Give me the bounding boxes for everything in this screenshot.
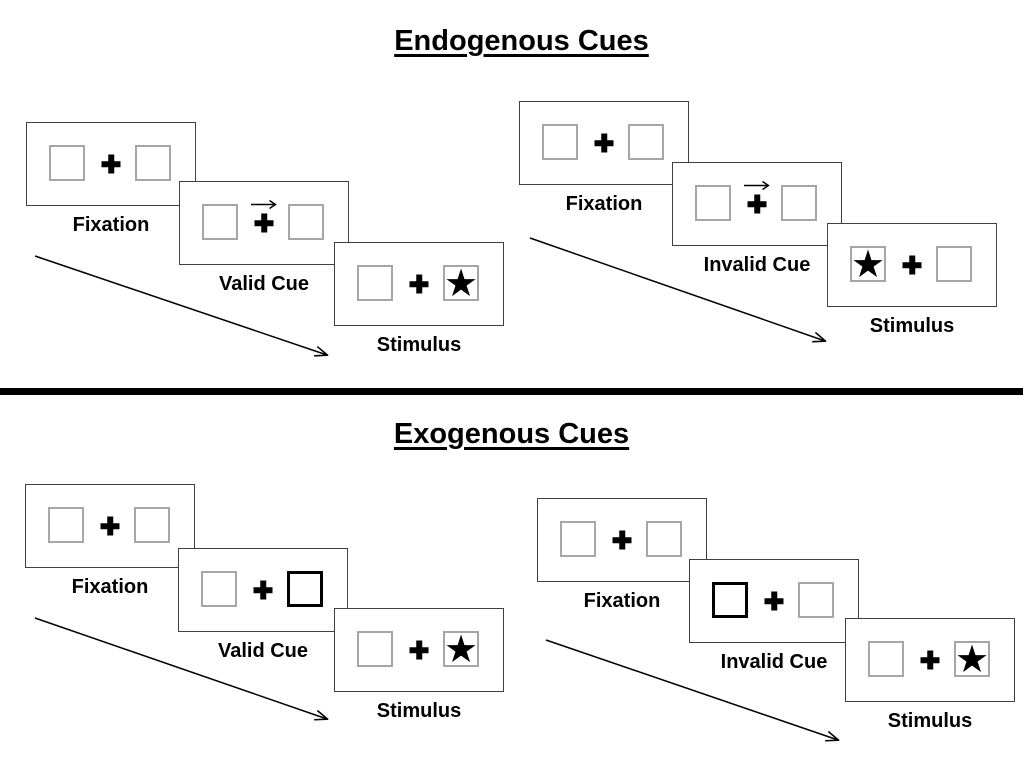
panel-label-valid-cue: Valid Cue	[217, 640, 309, 662]
left-placeholder-box	[357, 265, 393, 301]
fixation-cross-icon	[765, 592, 784, 611]
fixation-cross-icon	[102, 155, 121, 174]
section-divider	[0, 388, 1023, 395]
left-cue-box	[712, 582, 748, 618]
panel-endogenous-invalid-stimulus: ★	[827, 223, 997, 307]
left-placeholder-box	[202, 204, 238, 240]
fixation-cross-icon	[613, 531, 632, 550]
panel-endogenous-valid-cue	[179, 181, 349, 265]
star-icon: ★	[443, 627, 479, 671]
panel-endogenous-valid-fixation	[26, 122, 196, 206]
right-placeholder-box	[135, 145, 171, 181]
panel-label-fixation: Fixation	[72, 214, 150, 236]
fixation-cross-icon	[921, 651, 940, 670]
star-icon: ★	[850, 242, 886, 286]
panel-label-invalid-cue: Invalid Cue	[703, 254, 811, 276]
right-stimulus-box: ★	[443, 627, 479, 671]
panel-label-stimulus: Stimulus	[376, 334, 462, 356]
panel-exogenous-invalid-fixation	[537, 498, 707, 582]
fixation-cross-icon	[410, 641, 429, 660]
star-icon: ★	[954, 637, 990, 681]
panel-exogenous-invalid-cue	[689, 559, 859, 643]
left-placeholder-box	[49, 145, 85, 181]
sequence-arrow-exogenous-valid	[34, 617, 327, 719]
right-cue-box	[287, 571, 323, 607]
left-placeholder-box	[201, 571, 237, 607]
right-stimulus-box: ★	[443, 261, 479, 305]
panel-label-fixation: Fixation	[565, 193, 643, 215]
fixation-cross-icon	[748, 195, 767, 214]
fixation-cross-icon	[255, 214, 274, 233]
cue-arrow-icon	[744, 180, 770, 191]
left-placeholder-box	[542, 124, 578, 160]
right-placeholder-box	[134, 507, 170, 543]
section-title-exogenous: Exogenous Cues	[0, 418, 1023, 451]
panel-label-valid-cue: Valid Cue	[218, 273, 310, 295]
left-stimulus-box: ★	[850, 242, 886, 286]
fixation-cross-icon	[101, 517, 120, 536]
panel-endogenous-invalid-cue	[672, 162, 842, 246]
panel-exogenous-invalid-stimulus: ★	[845, 618, 1015, 702]
panel-exogenous-valid-fixation	[25, 484, 195, 568]
panel-label-stimulus: Stimulus	[869, 315, 955, 337]
right-placeholder-box	[288, 204, 324, 240]
panel-exogenous-valid-cue	[178, 548, 348, 632]
left-placeholder-box	[48, 507, 84, 543]
panel-exogenous-valid-stimulus: ★	[334, 608, 504, 692]
cue-arrow-icon	[251, 199, 277, 210]
panel-label-invalid-cue: Invalid Cue	[720, 651, 828, 673]
fixation-cross-icon	[410, 275, 429, 294]
fixation-cross-icon	[903, 256, 922, 275]
panel-label-stimulus: Stimulus	[376, 700, 462, 722]
right-placeholder-box	[781, 185, 817, 221]
panel-label-fixation: Fixation	[71, 576, 149, 598]
fixation-cross-icon	[254, 581, 273, 600]
right-placeholder-box	[936, 246, 972, 282]
right-placeholder-box	[646, 521, 682, 557]
fixation-cross-icon	[595, 134, 614, 153]
panel-endogenous-valid-stimulus: ★	[334, 242, 504, 326]
right-stimulus-box: ★	[954, 637, 990, 681]
left-placeholder-box	[560, 521, 596, 557]
right-placeholder-box	[798, 582, 834, 618]
section-title-endogenous-text: Endogenous Cues	[394, 25, 649, 57]
left-placeholder-box	[695, 185, 731, 221]
right-placeholder-box	[628, 124, 664, 160]
panel-endogenous-invalid-fixation	[519, 101, 689, 185]
panel-label-stimulus: Stimulus	[887, 710, 973, 732]
section-title-exogenous-text: Exogenous Cues	[393, 418, 630, 450]
sequence-arrow-endogenous-valid	[34, 255, 327, 355]
left-placeholder-box	[868, 641, 904, 677]
star-icon: ★	[443, 261, 479, 305]
section-title-endogenous: Endogenous Cues	[10, 25, 1023, 58]
panel-label-fixation: Fixation	[583, 590, 661, 612]
left-placeholder-box	[357, 631, 393, 667]
